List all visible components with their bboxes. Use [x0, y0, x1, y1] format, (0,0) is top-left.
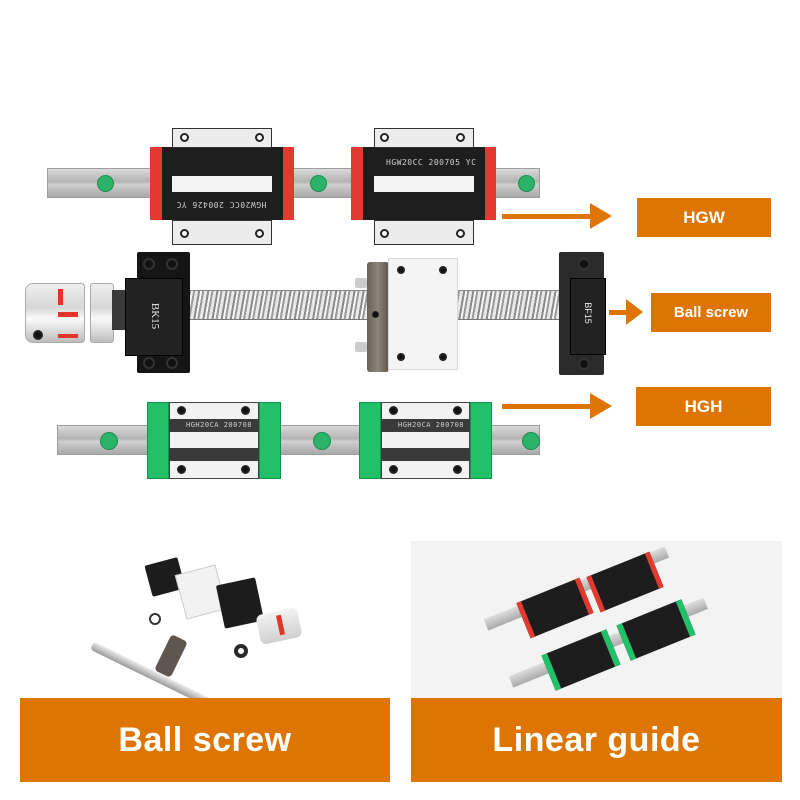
circlip-icon	[149, 613, 161, 625]
bolt-hole-icon	[255, 133, 264, 142]
red-end-cap	[351, 147, 363, 220]
green-end-cap	[259, 402, 281, 479]
red-end-cap	[485, 147, 496, 220]
bolt-hole-icon	[177, 465, 186, 474]
bolt-hole-icon	[578, 358, 590, 370]
bolt-hole-icon	[453, 465, 462, 474]
green-end-cap	[359, 402, 381, 479]
hgw-label: HGW	[637, 198, 771, 237]
block-engraving: HGW20CC 200705 YC	[386, 158, 477, 167]
mounting-plate-top	[172, 128, 272, 148]
rail-cap-dot	[97, 175, 114, 192]
bolt-hole-icon	[143, 258, 155, 270]
bolt-hole-icon	[380, 229, 389, 238]
rail-cap-dot	[518, 175, 535, 192]
ball-screw-kit-photo-icon	[20, 541, 390, 727]
bolt-hole-icon	[380, 133, 389, 142]
block-stripe	[374, 176, 474, 192]
bolt-hole-icon	[389, 406, 398, 415]
nut-bolt	[355, 342, 367, 352]
mounting-plate-top	[374, 128, 474, 148]
ball-screw-label: Ball screw	[651, 293, 771, 332]
bolt-hole-icon	[439, 353, 447, 361]
coupling-spider	[58, 312, 78, 317]
block-band	[381, 448, 470, 461]
green-block-icon	[541, 629, 621, 691]
block-stripe	[172, 176, 272, 192]
shaft-collar	[112, 290, 128, 330]
bolt-hole-icon	[578, 258, 590, 270]
green-block-icon	[616, 599, 696, 661]
bolt-hole-icon	[166, 357, 178, 369]
rail-cap-dot	[100, 432, 118, 450]
bolt-hole-icon	[241, 465, 250, 474]
bolt-hole-icon	[439, 266, 447, 274]
block-engraving: HGH20CA 200708	[186, 421, 253, 429]
bolt-hole-icon	[453, 406, 462, 415]
bf15-face	[570, 278, 606, 355]
bolt-hole-icon	[143, 357, 155, 369]
ball-nut-icon	[154, 634, 188, 678]
rail-cap-dot	[310, 175, 327, 192]
coupling-spider	[58, 334, 78, 338]
red-end-cap	[150, 147, 162, 220]
bf15-label: BF15	[582, 302, 593, 324]
block-engraving: HGH20CA 200708	[398, 421, 465, 429]
block-band	[381, 419, 470, 432]
block-band	[169, 448, 259, 461]
coupling-spider	[58, 289, 63, 305]
red-block-icon	[586, 551, 664, 613]
bolt-hole-icon	[180, 133, 189, 142]
nut-housing	[388, 258, 458, 370]
nut-bolt	[355, 278, 367, 288]
rail-cap-dot	[313, 432, 331, 450]
bk15-face	[125, 278, 183, 356]
linear-guide-kit-photo-icon	[411, 541, 782, 698]
hgh-label: HGH	[636, 387, 771, 426]
bolt-hole-icon	[180, 229, 189, 238]
linear-guide-banner: Linear guide	[411, 698, 782, 782]
green-end-cap	[470, 402, 492, 479]
bolt-hole-icon	[255, 229, 264, 238]
block-engraving: HGW20CC 200426 YC	[176, 200, 267, 209]
jaw-coupling	[90, 283, 114, 343]
bolt-hole-icon	[456, 229, 465, 238]
bk15-label: BK15	[149, 302, 162, 330]
ball-screw-banner: Ball screw	[20, 698, 390, 782]
ball-nut-flange	[367, 262, 389, 372]
red-block-icon	[516, 577, 594, 639]
lock-nut-icon	[234, 644, 248, 658]
bolt-hole-icon	[241, 406, 250, 415]
bolt-hole-icon	[166, 258, 178, 270]
set-screw-icon	[33, 330, 43, 340]
bolt-hole-icon	[456, 133, 465, 142]
rail-cap-dot	[522, 432, 540, 450]
block-band	[169, 419, 259, 432]
nut-oil-hole-icon	[372, 311, 379, 318]
bolt-hole-icon	[389, 465, 398, 474]
bolt-hole-icon	[177, 406, 186, 415]
green-end-cap	[147, 402, 169, 479]
bolt-hole-icon	[397, 353, 405, 361]
red-end-cap	[283, 147, 294, 220]
bolt-hole-icon	[397, 266, 405, 274]
